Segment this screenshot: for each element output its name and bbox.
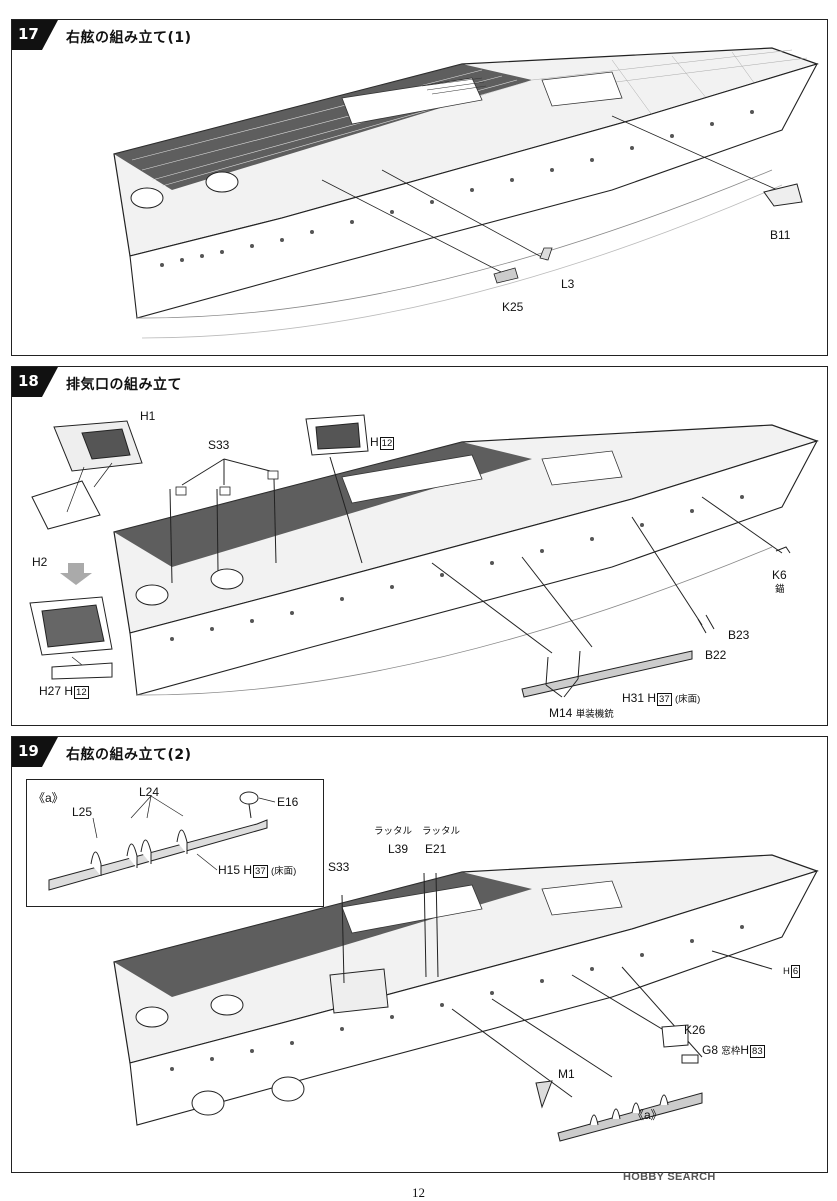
part-label-k6: K6 — [772, 568, 787, 582]
part-label-h27-letter: H — [64, 684, 74, 698]
step-19-title: 右舷の組み立て(2) — [66, 747, 192, 763]
detail-tag-a: 《a》 — [632, 1108, 663, 1122]
part-label-h12-letter: H — [370, 435, 379, 449]
part-label-h27-box: 12 — [74, 686, 89, 699]
step-badge-shape — [12, 737, 58, 767]
part-note-h15: (床面) — [270, 866, 297, 877]
part-label-l24: L24 — [139, 785, 160, 799]
part-label-m14-number: M14 — [549, 706, 573, 720]
part-label-g8-box: 83 — [750, 1045, 765, 1058]
step-18-title: 排気口の組み立て — [66, 377, 182, 393]
part-label-g8-letter: H — [740, 1043, 750, 1057]
step-17-title: 右舷の組み立て(1) — [66, 30, 192, 46]
part-label-s33: S33 — [208, 438, 230, 452]
part-note-ratal-2: ラッタル — [422, 826, 461, 837]
part-label-b11: B11 — [770, 228, 791, 242]
part-label-h31-number: H31 — [622, 691, 645, 705]
part-label-h2: H2 — [32, 555, 48, 569]
part-label-b22: B22 — [705, 648, 727, 662]
part-label-k26: K26 — [684, 1023, 706, 1037]
part-label-e16: E16 — [277, 795, 299, 809]
part-label-g8-number: G8 — [702, 1043, 719, 1057]
step-badge-shape — [12, 367, 58, 397]
part-label-h15-number: H15 — [218, 863, 241, 877]
carrier-hull-drawing-18 — [29, 414, 819, 698]
part-label-h6-letter: H — [783, 966, 790, 977]
inset-tag-a: 《a》 — [33, 791, 64, 805]
carrier-hull-drawing-19 — [113, 854, 819, 1142]
part-label-h31-box: 37 — [657, 693, 672, 706]
step-18-number: 18 — [18, 372, 39, 390]
part-label-h6-box: 6 — [790, 965, 801, 978]
part-label-h31-letter: H — [647, 691, 657, 705]
step-17-panel: 17 右舷の組み立て(1) — [11, 19, 828, 356]
watermark-text: HOBBY SEARCH — [623, 1171, 716, 1183]
part-label-e21: E21 — [425, 842, 447, 856]
step-17-number: 17 — [18, 25, 39, 43]
part-note-g8: 窓枠 — [721, 1046, 741, 1057]
part-label-l39: L39 — [388, 842, 409, 856]
part-label-h15-box: 37 — [253, 865, 268, 878]
part-label-l25: L25 — [72, 805, 93, 819]
watermark: HOBBY SEARCH — [623, 1171, 716, 1183]
part-label-b23: B23 — [728, 628, 750, 642]
step-18-panel: 18 排気口の組み立て — [11, 366, 828, 726]
part-note-k6: 錨 — [775, 584, 785, 595]
part-label-m14: M14 単装機銃 — [549, 707, 614, 720]
part-label-h12-box: 12 — [379, 437, 395, 450]
part-label-k25: K25 — [502, 300, 524, 314]
step-19-panel: 19 右舷の組み立て(2) — [11, 736, 828, 1173]
part-label-l3: L3 — [561, 277, 575, 291]
part-label-h1: H1 — [140, 409, 156, 423]
part-label-h15-letter: H — [243, 863, 253, 877]
part-note-m14: 単装機銃 — [575, 709, 614, 720]
part-label-h27-number: H27 — [39, 684, 62, 698]
step-badge-shape — [12, 20, 58, 50]
part-label-s33-19: S33 — [328, 860, 350, 874]
carrier-hull-drawing-17 — [113, 47, 819, 339]
page-number: 12 — [412, 1185, 425, 1200]
part-note-h31: (床面) — [674, 694, 701, 705]
step-19-number: 19 — [18, 742, 39, 760]
part-note-ratal-1: ラッタル — [374, 826, 413, 837]
inset-drawing — [48, 791, 276, 891]
part-label-m1: M1 — [558, 1067, 575, 1081]
